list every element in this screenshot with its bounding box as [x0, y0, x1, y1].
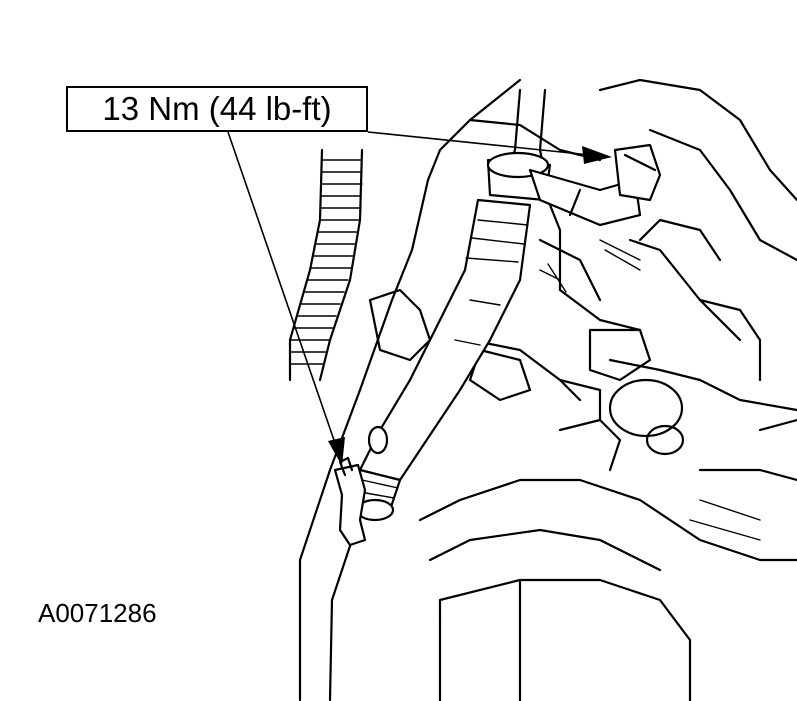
wiring-harness [288, 148, 364, 382]
figure-id: A0071286 [38, 598, 157, 628]
upper-bracket-bolt [528, 143, 662, 227]
engine-background [298, 78, 797, 701]
leader-lines [227, 131, 612, 466]
lower-bracket-bolt [333, 425, 389, 547]
ac-hose [355, 88, 552, 522]
torque-callout: 13 Nm (44 lb-ft) [66, 86, 368, 132]
